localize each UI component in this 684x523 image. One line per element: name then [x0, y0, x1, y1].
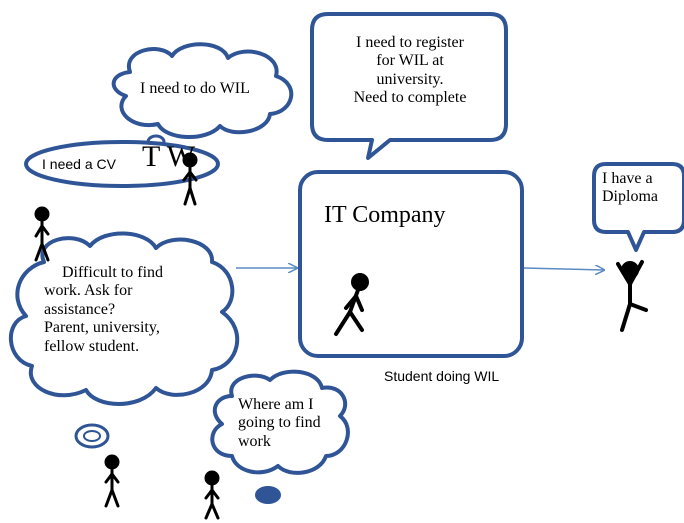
- do-wil-bubble-text: I need to do WIL: [140, 80, 250, 97]
- stick-figure-celebrating: [616, 260, 648, 332]
- register-bubble-text: I need to register for WIL at university…: [353, 34, 467, 107]
- it-company-box: [298, 170, 524, 358]
- speech-bubble-register: [310, 12, 508, 160]
- thought-cloud-difficult: [9, 231, 240, 449]
- stick-figure-bottom-right: [204, 470, 220, 520]
- arrow-to-diploma: [523, 268, 604, 270]
- stick-figure-thinking-cv: [182, 152, 198, 206]
- thought-cloud-where: [210, 369, 350, 504]
- stick-figure-bottom-left: [104, 454, 120, 508]
- speech-bubble-diploma: [592, 162, 684, 252]
- cv-oval-text-small: I need a CV: [42, 156, 116, 172]
- stick-figure-left: [34, 206, 50, 262]
- company-caption: Student doing WIL: [384, 368, 500, 384]
- cv-oval-text-large: T W: [142, 140, 196, 173]
- thought-oval-cv: [24, 140, 220, 188]
- thought-cloud-do-wil: [111, 42, 294, 150]
- diploma-bubble-text: I have a Diploma: [602, 170, 658, 206]
- it-company-title: IT Company: [324, 202, 446, 228]
- where-cloud-text: Where am I going to find work: [238, 396, 321, 450]
- stick-figure-walking: [334, 273, 369, 336]
- difficult-cloud-text: Difficult to find work. Ask for assistan…: [44, 264, 164, 355]
